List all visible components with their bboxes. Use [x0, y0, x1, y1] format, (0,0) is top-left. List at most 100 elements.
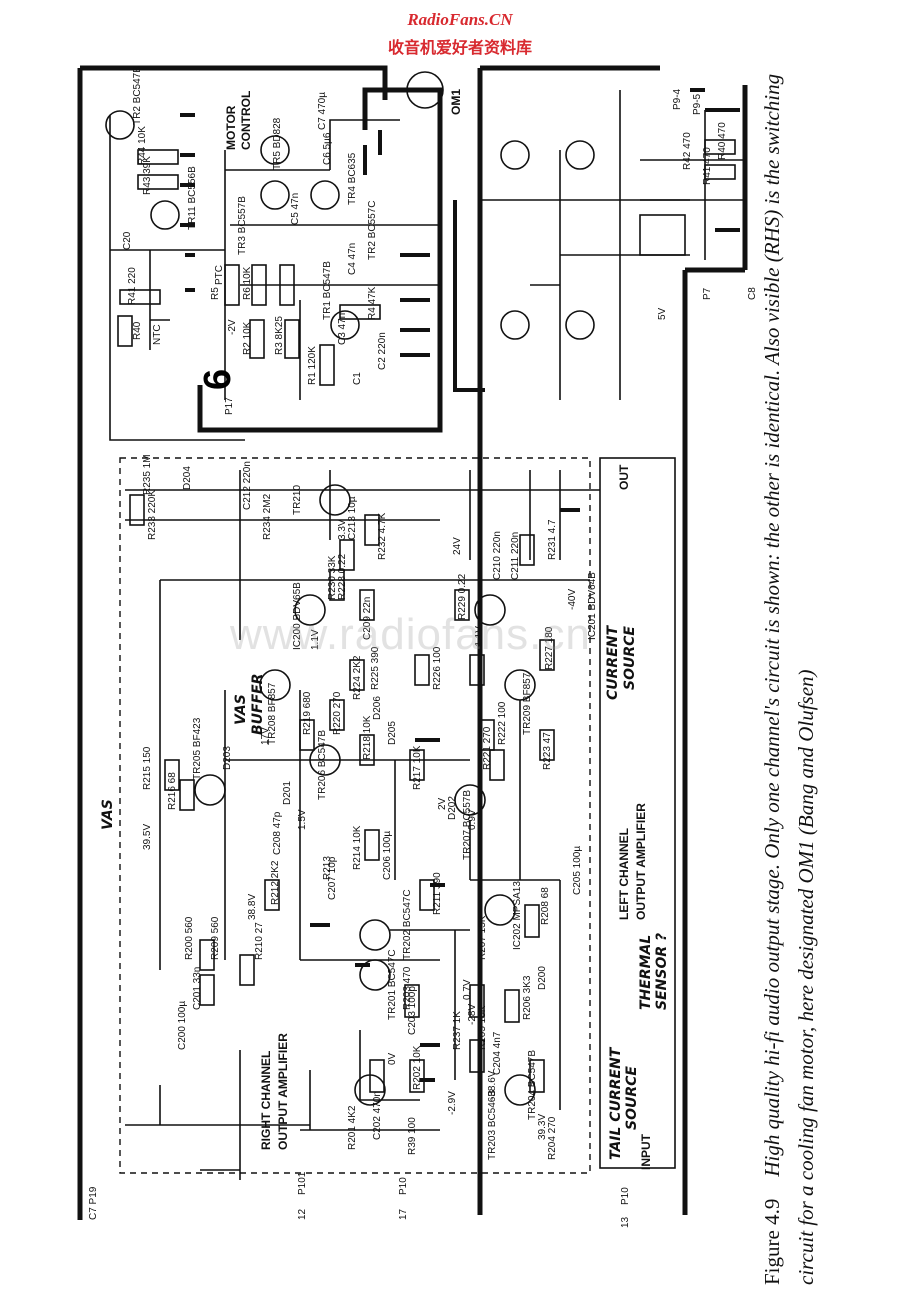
voltage-17v: 17V	[260, 727, 271, 745]
voltage-0-9v: 0.9V	[467, 809, 478, 830]
label-c1: C1	[352, 372, 363, 385]
left-channel-box	[599, 457, 676, 1169]
voltage-39-5v: 39.5V	[142, 824, 153, 850]
voltage-1-5v: 1.5V	[297, 809, 308, 830]
label-r206: R206 3K3	[522, 975, 533, 1020]
label-c211: C211 220n	[510, 532, 521, 580]
label-r4: R4 47K	[367, 286, 378, 320]
connector-p10-a-pin: 17	[398, 1208, 409, 1220]
label-d201: D201	[282, 781, 293, 805]
label-r229: R229 0.22	[457, 573, 468, 620]
label-r41: R41 470	[702, 147, 713, 185]
voltage-39-3v: 39.3V	[537, 1114, 548, 1140]
label-tr4: TR4 BC635	[347, 152, 358, 205]
label-d203: D203	[222, 746, 233, 770]
label-c208: C208 47p	[272, 811, 283, 855]
label-r222: R222 100	[497, 701, 508, 745]
connector-p10-a: P10	[398, 1177, 409, 1195]
current-source-label-1: CURRENT	[605, 625, 621, 700]
om1-label: OM1	[449, 89, 463, 115]
label-r6: R6 10K	[242, 266, 253, 300]
label-p7: P7	[702, 287, 713, 300]
voltage-1-1v: 1.1V	[310, 629, 321, 650]
label-r233: R233 220K	[147, 490, 158, 540]
label-tr205: TR205 BF423	[192, 717, 203, 780]
label-tr5: TR5 BD828	[272, 117, 283, 170]
label-r5: R5	[210, 287, 221, 300]
label-tr202: TR202 BC547C	[402, 889, 413, 960]
label-r213: R213	[322, 856, 333, 880]
ptc-label: PTC	[214, 265, 225, 285]
label-r202: R202 10K	[412, 1045, 423, 1090]
label-d204: D204	[182, 466, 193, 490]
label-r207: R207 15K	[477, 915, 488, 960]
connector-c7-p19: C7 P19	[88, 1186, 99, 1220]
label-ic200: IC200 BDV65B	[292, 582, 303, 650]
label-r226: R226 100	[432, 646, 443, 690]
label-r218: R218 10K	[362, 715, 373, 760]
label-r40: R40 470	[717, 122, 728, 160]
label-c201: C201 33n	[192, 967, 203, 1010]
label-r214: R214 10K	[352, 825, 363, 870]
label-ic201: IC201 BDV64B	[587, 572, 598, 640]
figure-number: Figure 4.9	[760, 1198, 784, 1285]
label-r209: R209 560	[210, 916, 221, 960]
out-label: OUT	[617, 464, 631, 490]
label-r219: R219 680	[302, 691, 313, 735]
label-d206: D206	[372, 696, 383, 720]
label-c207: C207 10p	[327, 856, 338, 900]
label-r212: R212 2K2	[270, 860, 281, 905]
figure-caption-text: High quality hi-fi audio output stage. O…	[760, 73, 818, 1285]
left-channel-label-2: OUTPUT AMPLIFIER	[634, 803, 648, 920]
label-tr210: TR210	[292, 485, 303, 515]
connector-p9-5: P9-5	[692, 93, 703, 115]
label-d202: D202	[447, 796, 458, 820]
label-c4: C4 47n	[347, 243, 358, 275]
vas-label: VAS	[100, 799, 116, 830]
voltage-5v: 5V	[657, 307, 668, 320]
label-tr201: TR201 BC547C	[387, 949, 398, 1020]
label-tr3: TR3 BC557B	[237, 196, 248, 255]
connector-p101: P101	[297, 1171, 308, 1195]
label-r231: R231 4.7	[547, 519, 558, 560]
label-c8: C8	[747, 287, 758, 300]
voltage-2v: 2V	[437, 797, 448, 810]
label-c210: C210 220n	[492, 531, 503, 580]
label-r43: R43 39K	[142, 156, 153, 195]
voltage-40v: -40V	[567, 589, 578, 610]
top-supply-rail	[80, 65, 388, 100]
label-c202: C202 470n	[372, 1091, 383, 1140]
label-r204: R204 270	[547, 1116, 558, 1160]
voltage-neg-2v: -2V	[227, 319, 238, 335]
voltage-38-8v: 38.8V	[247, 894, 258, 920]
motor-control-label-1: MOTOR	[224, 105, 238, 150]
label-r230: R230 33K	[327, 555, 338, 600]
label-r203: R203 470	[402, 966, 413, 1010]
label-r221: R221 270	[482, 726, 493, 770]
label-tr11: TR11 BC556B	[187, 166, 198, 230]
connector-p10-b: P10	[620, 1187, 631, 1205]
label-c209: C209 22n	[362, 597, 373, 640]
label-tr206: TR206 BC547B	[317, 730, 328, 800]
voltage-24v: 24V	[452, 537, 463, 555]
label-r40b: R40	[132, 321, 143, 340]
tail-current-label-2: SOURCE	[624, 1066, 640, 1130]
label-r2: R2 10K	[242, 321, 253, 355]
thermal-sensor-label-1: THERMAL	[638, 935, 654, 1010]
label-c200: C200 100µ	[177, 1001, 188, 1050]
label-r225: R225 390	[370, 646, 381, 690]
label-r217: R217 10K	[412, 745, 423, 790]
motor-ground-rail	[197, 385, 443, 433]
label-r211: R211 390	[432, 872, 443, 915]
connector-p10-b-pin: 13	[620, 1216, 631, 1228]
connector-p17: P17	[224, 397, 235, 415]
label-r216: R216 68	[167, 772, 178, 810]
label-r232: R232 4.7K	[377, 512, 388, 560]
label-c6: C6 5µ6	[322, 132, 333, 165]
label-c7: C7 470µ	[317, 92, 328, 130]
label-tr208: TR208 BF857	[267, 682, 278, 745]
label-tr2b: TR2 BC547B	[132, 66, 143, 125]
center-watermark: www.radiofans.cn	[230, 610, 591, 659]
input-label: INPUT	[639, 1133, 653, 1170]
